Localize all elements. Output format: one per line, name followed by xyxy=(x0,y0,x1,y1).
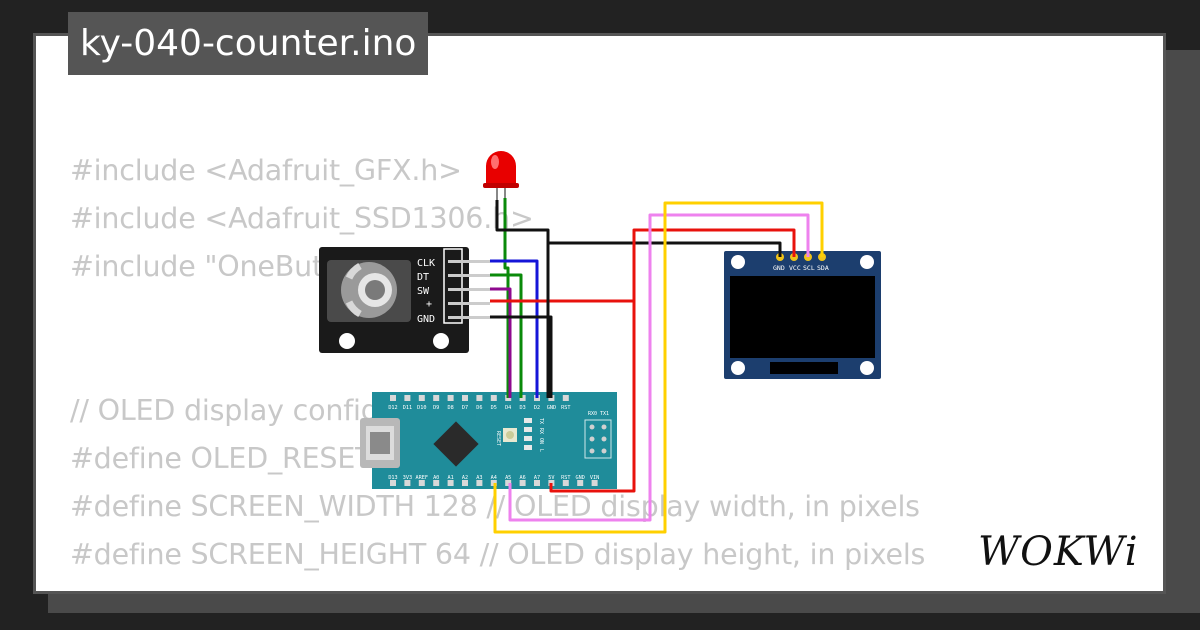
arduino-top-pin-pad[interactable] xyxy=(404,395,411,401)
arduino-bottom-pin-label: VIN xyxy=(590,475,599,481)
arduino-top-pin-pad[interactable] xyxy=(390,395,396,401)
rx-tx-label: RX0 TX1 xyxy=(588,411,609,417)
wire-sw-d4 xyxy=(490,287,512,398)
code-line: #include <Adafruit_GFX.h> xyxy=(70,154,462,187)
arduino-bottom-pin-pad[interactable] xyxy=(404,480,411,486)
arduino-bottom-pin-label: RST xyxy=(561,475,570,481)
arduino-bottom-pin-label: A0 xyxy=(433,475,439,481)
wire-oled-gnd xyxy=(548,241,782,257)
arduino-bottom-pin-label: A1 xyxy=(447,475,453,481)
preview-card: #include <Adafruit_GFX.h> #include <Adaf… xyxy=(33,33,1166,594)
arduino-top-pin-label: D8 xyxy=(447,405,453,411)
arduino-top-pin-pad[interactable] xyxy=(476,395,483,401)
encoder-pin-gnd: GND xyxy=(417,314,435,325)
code-line: #include <Adafruit_SSD1306.h> xyxy=(70,202,534,235)
arduino-top-pin-pad[interactable] xyxy=(490,395,497,401)
arduino-top-pin-pad[interactable] xyxy=(462,395,468,401)
oled-pin-gnd: GND xyxy=(773,264,785,272)
encoder-pin-clk: CLK xyxy=(417,258,435,269)
wire-led-gnd xyxy=(495,200,550,398)
arduino-bottom-pin-pad[interactable] xyxy=(591,480,598,486)
arduino-bottom-pin-pad[interactable] xyxy=(447,480,454,486)
encoder-pin-sw: SW xyxy=(417,286,430,297)
arduino-bottom-pin-pad[interactable] xyxy=(390,480,396,486)
wokwi-logo: WOKWi xyxy=(978,529,1139,575)
led-rx-label: RX xyxy=(538,428,544,434)
arduino-top-pin-label: D9 xyxy=(433,405,439,411)
arduino-bottom-pin-label: A4 xyxy=(491,475,497,481)
encoder-pin-vcc: + xyxy=(426,299,432,310)
arduino-top-pin-label: D4 xyxy=(505,405,511,411)
project-title[interactable]: ky-040-counter.ino xyxy=(68,12,429,75)
wire-oled-sda xyxy=(493,201,824,534)
arduino-top-pin-label: D6 xyxy=(476,405,482,411)
wokwi-logo-text: WOKWi xyxy=(978,529,1139,575)
arduino-top-pin-pad[interactable] xyxy=(519,395,526,401)
wire-dt-d3 xyxy=(490,273,523,398)
red-led[interactable] xyxy=(483,151,519,200)
arduino-bottom-pin-label: A3 xyxy=(476,475,482,481)
arduino-bottom-pin-label: A5 xyxy=(505,475,511,481)
led-on-label: ON xyxy=(538,438,544,444)
arduino-top-pin-label: D12 xyxy=(388,405,397,411)
arduino-bottom-pin-label: A7 xyxy=(534,475,540,481)
code-line: // OLED display config xyxy=(70,394,379,427)
arduino-top-pin-label: D10 xyxy=(417,405,426,411)
wire-vcc-5v xyxy=(490,299,636,493)
encoder-pin-dt: DT xyxy=(417,272,429,283)
arduino-bottom-pin-pad[interactable] xyxy=(562,480,569,486)
rotary-encoder[interactable]: CLK DT SW + GND xyxy=(319,247,490,353)
arduino-bottom-pin-pad[interactable] xyxy=(505,480,512,486)
wire-led-d3 xyxy=(503,198,510,398)
arduino-top-pin-label: D5 xyxy=(491,405,497,411)
arduino-bottom-pin-pad[interactable] xyxy=(519,480,526,486)
wire-oled-scl xyxy=(508,213,810,522)
arduino-top-pin-label: D7 xyxy=(462,405,468,411)
arduino-bottom-pin-label: D13 xyxy=(388,475,397,481)
arduino-bottom-pin-label: A2 xyxy=(462,475,468,481)
code-line: #define SCREEN_HEIGHT 64 // OLED display… xyxy=(70,538,926,571)
arduino-top-pin-pad[interactable] xyxy=(562,395,569,401)
arduino-bottom-pin-label: AREF xyxy=(416,475,429,481)
arduino-top-pin-label: RST xyxy=(561,405,570,411)
arduino-bottom-pin-pad[interactable] xyxy=(476,480,483,486)
oled-pin-vcc: VCC xyxy=(789,264,801,272)
arduino-top-pin-label: GND xyxy=(547,405,556,411)
reset-label: RESET xyxy=(495,431,501,446)
oled-display[interactable]: GND VCC SCL SDA xyxy=(724,251,881,379)
wires xyxy=(490,198,824,534)
arduino-top-pin-label: D3 xyxy=(519,405,525,411)
arduino-top-pin-pad[interactable] xyxy=(418,395,425,401)
oled-pin-sda: SDA xyxy=(817,264,829,272)
arduino-bottom-pin-pad[interactable] xyxy=(462,480,468,486)
arduino-bottom-pin-pad[interactable] xyxy=(433,480,440,486)
arduino-nano[interactable]: RESET TX RX ON L RX0 TX1 D12 D11 D10 D9 D8 D7… xyxy=(360,392,617,489)
wire-oled-vcc xyxy=(632,228,796,301)
arduino-bottom-pin-pad[interactable] xyxy=(534,480,540,486)
wire-clk-d2 xyxy=(490,259,539,398)
led-tx-label: TX xyxy=(538,418,544,424)
arduino-bottom-pin-label: 5V xyxy=(548,475,554,481)
arduino-bottom-pin-pad[interactable] xyxy=(577,480,584,486)
arduino-top-pin-label: D11 xyxy=(403,405,412,411)
arduino-bottom-pin-label: GND xyxy=(576,475,585,481)
arduino-bottom-pin-label: 3V3 xyxy=(403,475,412,481)
code-line: #define OLED_RESET -1 xyxy=(70,442,410,475)
led-l-label: L xyxy=(538,449,544,452)
arduino-bottom-pin-pad[interactable] xyxy=(418,480,425,486)
arduino-top-pin-pad[interactable] xyxy=(433,395,440,401)
oled-pin-scl: SCL xyxy=(803,264,815,272)
arduino-top-pin-label: D2 xyxy=(534,405,540,411)
arduino-top-pin-pad[interactable] xyxy=(447,395,454,401)
arduino-bottom-pin-label: A6 xyxy=(519,475,525,481)
wire-gnd-gnd xyxy=(490,315,553,398)
